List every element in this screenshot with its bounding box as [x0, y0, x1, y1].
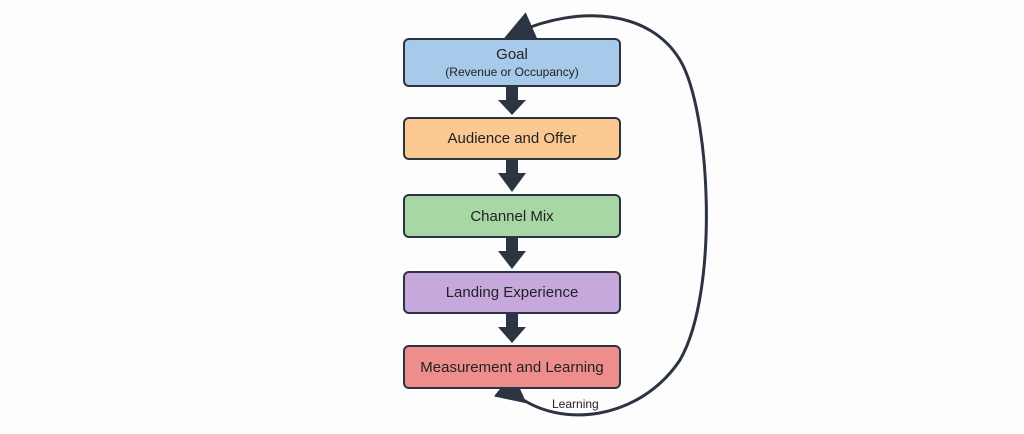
flow-arrow: [498, 314, 526, 343]
feedback-label: Learning: [552, 397, 599, 411]
step-channel-mix: Channel Mix: [403, 194, 621, 238]
step-audience-offer: Audience and Offer: [403, 117, 621, 160]
step-title: Measurement and Learning: [420, 358, 604, 376]
step-title: Audience and Offer: [447, 130, 577, 147]
step-title: Channel Mix: [470, 207, 554, 225]
step-subtitle: (Revenue or Occupancy): [445, 65, 579, 79]
step-title: Landing Experience: [445, 284, 579, 301]
feedback-loop-arrow: [493, 12, 708, 417]
step-landing-experience: Landing Experience: [403, 271, 621, 314]
flow-arrow: [498, 160, 526, 192]
flow-arrow: [498, 238, 526, 269]
flow-arrow: [498, 87, 526, 115]
step-title: Goal: [496, 46, 528, 63]
step-goal: Goal (Revenue or Occupancy): [403, 38, 621, 87]
step-measurement-learning: Measurement and Learning: [403, 345, 621, 389]
